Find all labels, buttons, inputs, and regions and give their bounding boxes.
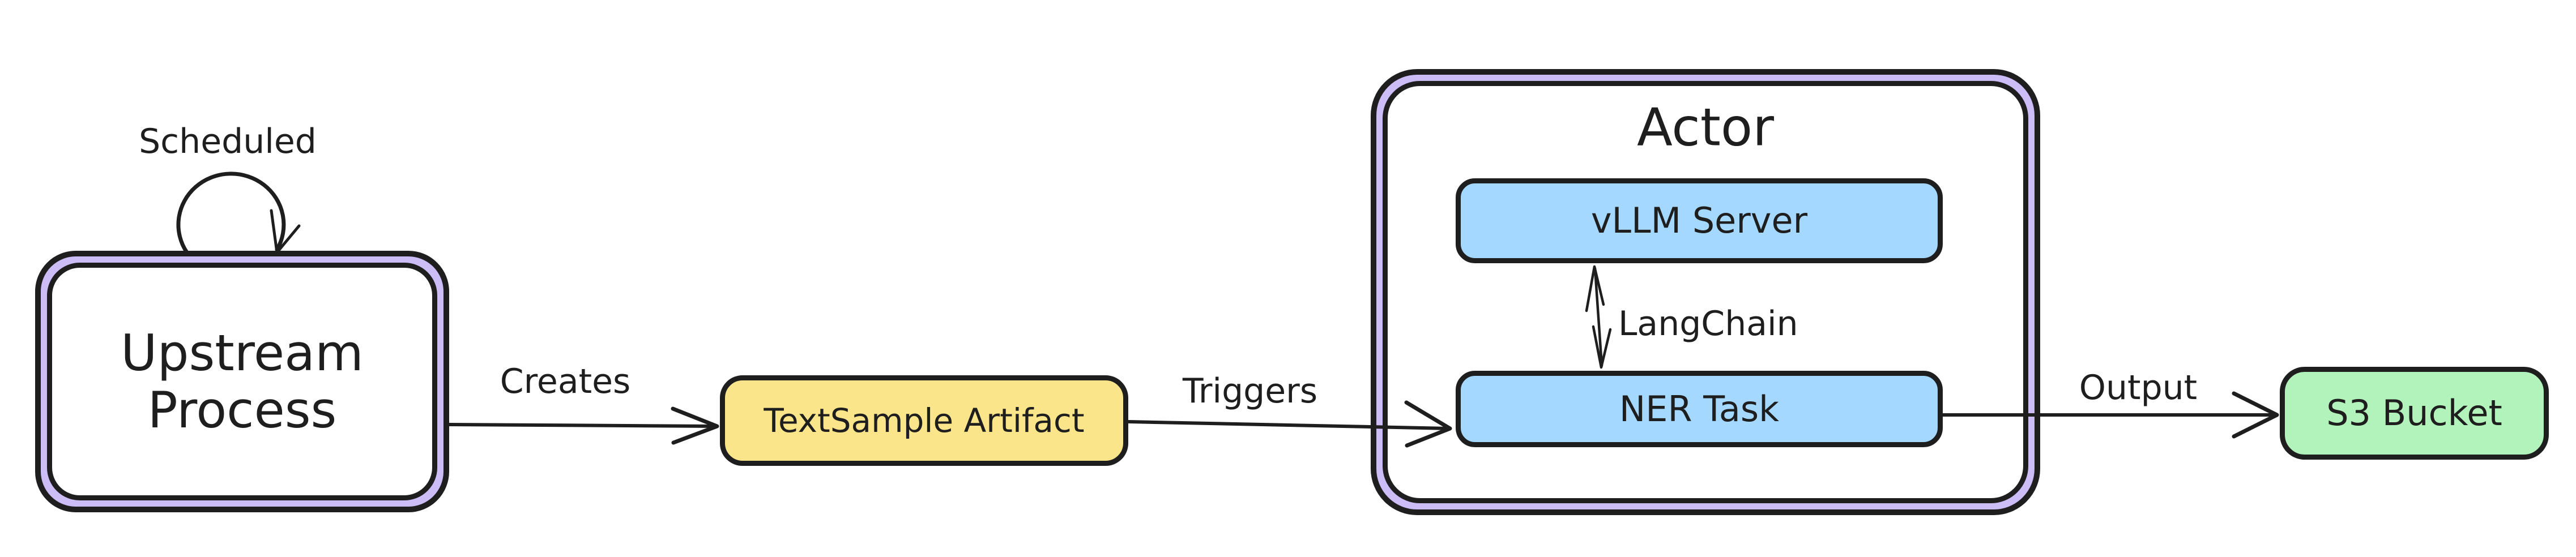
- edge-label-creates: Creates: [500, 362, 631, 401]
- edge-label-langchain: LangChain: [1618, 304, 1798, 344]
- node-upstream-process-label: Upstream Process: [121, 323, 364, 439]
- node-vllm-server-label: vLLM Server: [1590, 200, 1808, 242]
- node-upstream-process: Upstream Process: [35, 251, 449, 512]
- node-s3-bucket: S3 Bucket: [2280, 367, 2549, 460]
- output-arrowhead: [2232, 391, 2279, 439]
- node-actor-label: Actor: [1636, 97, 1775, 158]
- node-upstream-process-inner: Upstream Process: [47, 263, 437, 500]
- creates-arrow: [447, 423, 719, 428]
- node-ner-task: NER Task: [1456, 371, 1943, 447]
- creates-arrowhead: [671, 406, 719, 445]
- edge-label-triggers: Triggers: [1182, 371, 1318, 411]
- node-textsample-artifact: TextSample Artifact: [720, 375, 1128, 466]
- node-s3-bucket-label: S3 Bucket: [2326, 392, 2502, 434]
- node-ner-task-label: NER Task: [1619, 388, 1780, 430]
- edge-label-scheduled: Scheduled: [139, 122, 317, 161]
- node-vllm-server: vLLM Server: [1456, 178, 1943, 263]
- scheduled-loop-arrow: [176, 172, 286, 255]
- node-textsample-artifact-label: TextSample Artifact: [764, 401, 1085, 440]
- scheduled-loop-arrowhead: [270, 209, 301, 254]
- edge-label-output: Output: [2079, 368, 2198, 408]
